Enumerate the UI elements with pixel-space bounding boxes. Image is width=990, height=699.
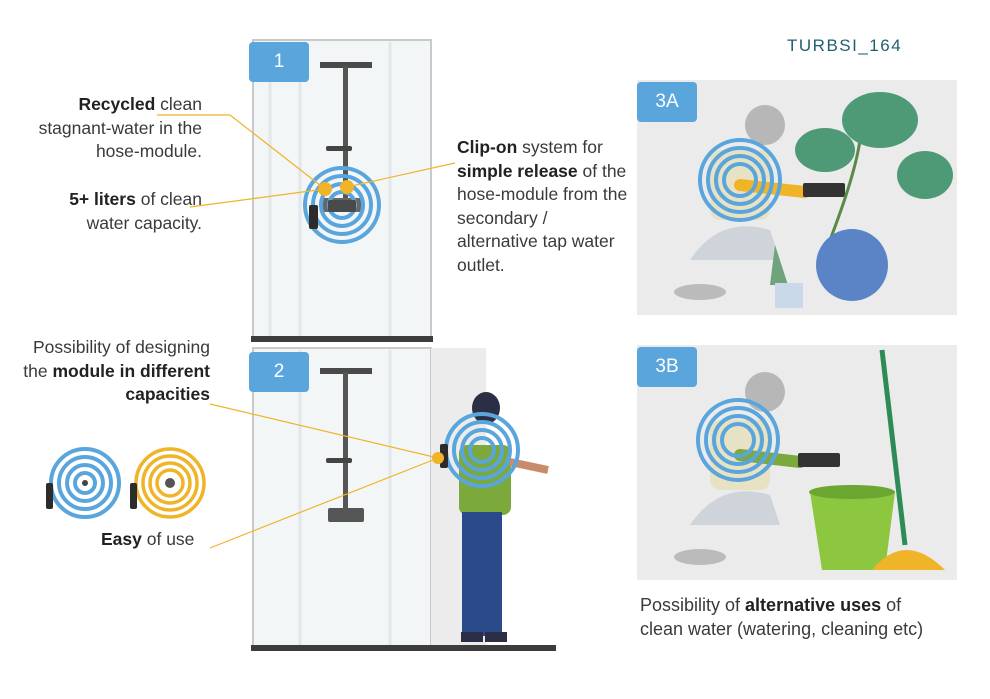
project-code: TURBSI_164 <box>787 36 903 55</box>
hose-coil-blue-icon <box>46 447 121 519</box>
callout-clip-on: Clip-on system for simple release of the… <box>457 137 628 275</box>
bucket-icon <box>809 485 895 570</box>
mop-icon <box>872 349 945 570</box>
callout-liters: 5+ liters of clean water capacity. <box>69 189 202 233</box>
badge-3b: 3B <box>637 347 697 387</box>
badge-1: 1 <box>249 42 309 82</box>
callout-recycled: Recycled clean stagnant-water in the hos… <box>38 94 202 161</box>
plant-icon <box>770 92 953 308</box>
hose-coil-orange-icon <box>130 447 206 519</box>
shower-head-icon <box>320 62 372 68</box>
hose-coil-icon-3b <box>696 398 780 482</box>
badge-3a: 3A <box>637 82 697 122</box>
hose-coil-icon-3a <box>698 138 782 222</box>
callout-easy: Easy of use <box>101 529 195 549</box>
callout-alternative-uses: Possibility of alternative uses of clean… <box>640 595 924 639</box>
badge-2: 2 <box>249 352 309 392</box>
callout-capacities: Possibility of designing the module in d… <box>23 337 210 404</box>
